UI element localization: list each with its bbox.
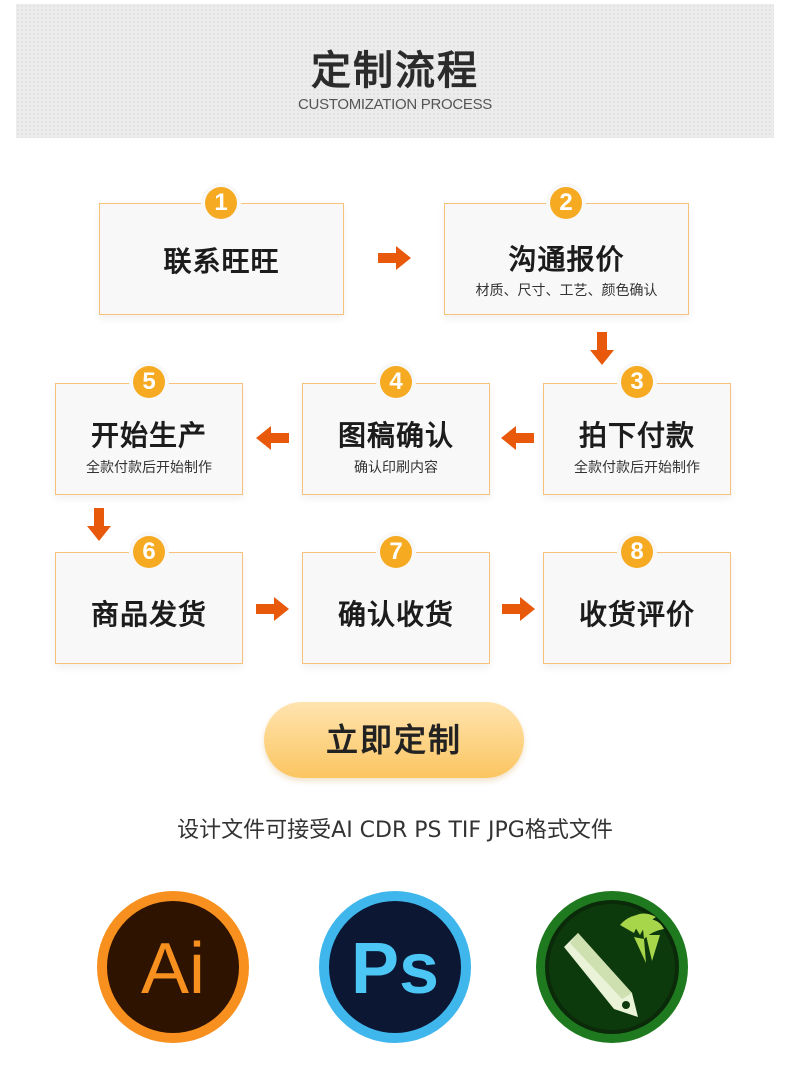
step-title: 图稿确认 [337,419,454,452]
step-number: 4 [380,366,412,398]
step-7-badge: 7 [376,532,416,572]
step-description: 全款付款后开始制作 [574,460,700,476]
step-number: 7 [380,536,412,568]
step-title: 商品发货 [90,598,207,631]
header-banner: 定制流程 CUSTOMIZATION PROCESS [16,4,774,138]
illustrator-logo-text: Ai [141,929,205,1009]
arrow-right-icon [502,597,535,621]
arrow-right-icon [256,597,289,621]
step-title: 联系旺旺 [163,245,280,278]
page-title: 定制流程 [311,48,479,94]
photoshop-logo-icon: Ps [319,891,471,1043]
arrow-left-icon [501,426,534,450]
step-2-badge: 2 [546,183,586,223]
step-description: 确认印刷内容 [354,460,438,476]
accepted-formats-text: 设计文件可接受AI CDR PS TIF JPG格式文件 [177,818,613,843]
arrow-left-icon [256,426,289,450]
step-8-badge: 8 [617,532,657,572]
step-number: 1 [205,187,237,219]
step-number: 5 [133,366,165,398]
arrow-down-icon [590,332,614,365]
step-title: 拍下付款 [578,419,695,452]
arrow-right-icon [378,246,411,270]
arrow-down-icon [87,508,111,541]
step-title: 确认收货 [337,598,454,631]
step-4-badge: 4 [376,362,416,402]
step-number: 2 [550,187,582,219]
step-number: 8 [621,536,653,568]
step-3-badge: 3 [617,362,657,402]
step-description: 材质、尺寸、工艺、颜色确认 [475,283,658,299]
photoshop-logo-text: Ps [351,929,439,1009]
step-title: 沟通报价 [508,243,625,276]
coreldraw-logo-icon [536,891,688,1043]
step-1-badge: 1 [201,183,241,223]
step-title: 开始生产 [90,419,207,452]
step-title: 收货评价 [578,598,695,631]
step-5-card: 开始生产 全款付款后开始制作 [55,383,243,495]
step-6-badge: 6 [129,532,169,572]
step-number: 3 [621,366,653,398]
illustrator-logo-icon: Ai [97,891,249,1043]
page-subtitle: CUSTOMIZATION PROCESS [298,96,492,113]
customize-now-button[interactable]: 立即定制 [264,702,524,778]
step-number: 6 [133,536,165,568]
step-5-badge: 5 [129,362,169,402]
step-description: 全款付款后开始制作 [86,460,212,476]
